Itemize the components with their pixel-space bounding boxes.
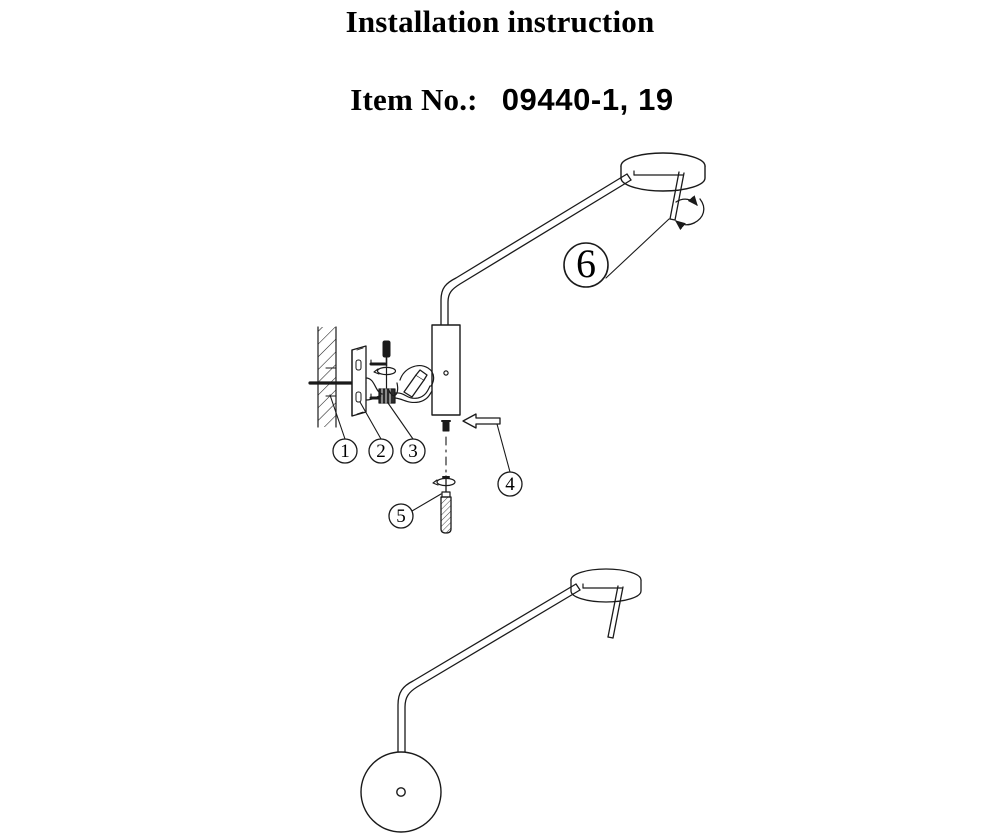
leader-line-5	[411, 493, 442, 512]
callout-2[interactable]: 2	[368, 438, 394, 464]
callout-1[interactable]: 1	[332, 438, 358, 464]
leader-line-4	[496, 423, 511, 473]
callout-4-label: 4	[505, 474, 515, 495]
item-number-label: Item No.:	[350, 82, 478, 117]
shade-assembly-top	[620, 152, 706, 231]
callout-3-label: 3	[408, 441, 418, 462]
mounting-bracket	[351, 345, 387, 417]
screwdriver-upper	[373, 340, 397, 393]
page-title: Installation instruction	[345, 4, 655, 39]
leader-lines-123	[329, 394, 414, 440]
callout-5-label: 5	[396, 506, 406, 527]
callout-1-label: 1	[340, 441, 350, 462]
callout-3[interactable]: 3	[400, 438, 426, 464]
lamp-body	[431, 324, 461, 416]
callout-2-label: 2	[376, 441, 386, 462]
assembled-lamp	[360, 568, 642, 833]
callout-5[interactable]: 5	[388, 503, 414, 529]
wire-connector-block	[378, 388, 396, 404]
slide-on-arrow	[462, 413, 501, 429]
item-number-value: 09440-1, 19	[501, 82, 674, 117]
callout-group: 1 2 3 4	[332, 241, 609, 529]
wiring	[365, 365, 435, 404]
item-number-line: Item No.: 09440-1, 19	[0, 40, 1000, 166]
callout-6[interactable]: 6	[563, 241, 609, 288]
leader-line-6	[605, 218, 670, 279]
callout-4[interactable]: 4	[497, 471, 523, 497]
grub-screw-assembly	[432, 420, 456, 534]
lamp-arm-top	[440, 173, 632, 326]
callout-6-label: 6	[576, 241, 596, 286]
sheet-header: Installation instruction Item No.: 09440-…	[0, 4, 1000, 166]
